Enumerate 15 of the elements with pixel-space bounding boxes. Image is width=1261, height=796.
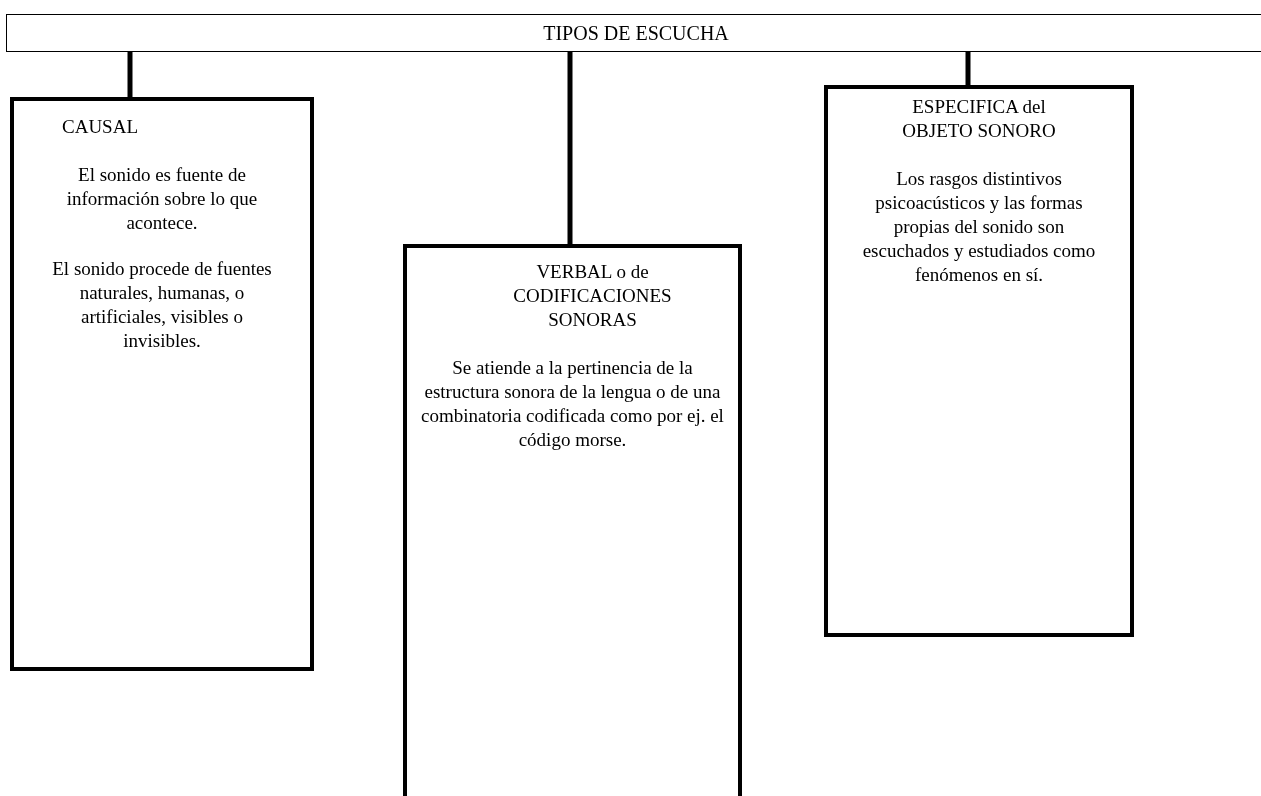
category-box	[824, 85, 1134, 637]
box-heading: CAUSAL	[62, 115, 138, 139]
title-bar	[6, 14, 1261, 52]
category-box	[10, 97, 314, 671]
connector-line	[965, 52, 971, 85]
box-description: El sonido es fuente de información sobre lo que acontece.	[65, 163, 259, 235]
box-description: El sonido procede de fuentes naturales, humanas, o artificiales, visibles o invisibles.	[52, 257, 272, 353]
category-box	[403, 244, 742, 796]
box-description: Los rasgos distintivos psicoacústicos y las formas propias del sonido son escuchados y estudiados como fenómenos en sí.	[861, 167, 1097, 287]
box-description: Se atiende a la pertinencia de la estructura sonora de la lengua o de una combinatoria codificada como por ej. el código morse.	[420, 356, 725, 452]
box-heading: ESPECIFICA del OBJETO SONORO	[901, 95, 1057, 143]
box-heading: VERBAL o de CODIFICACIONES SONORAS	[512, 260, 673, 332]
connector-line	[567, 52, 573, 244]
connector-line	[127, 52, 133, 97]
box-heading: TIPOS DE ESCUCHA	[543, 21, 729, 45]
